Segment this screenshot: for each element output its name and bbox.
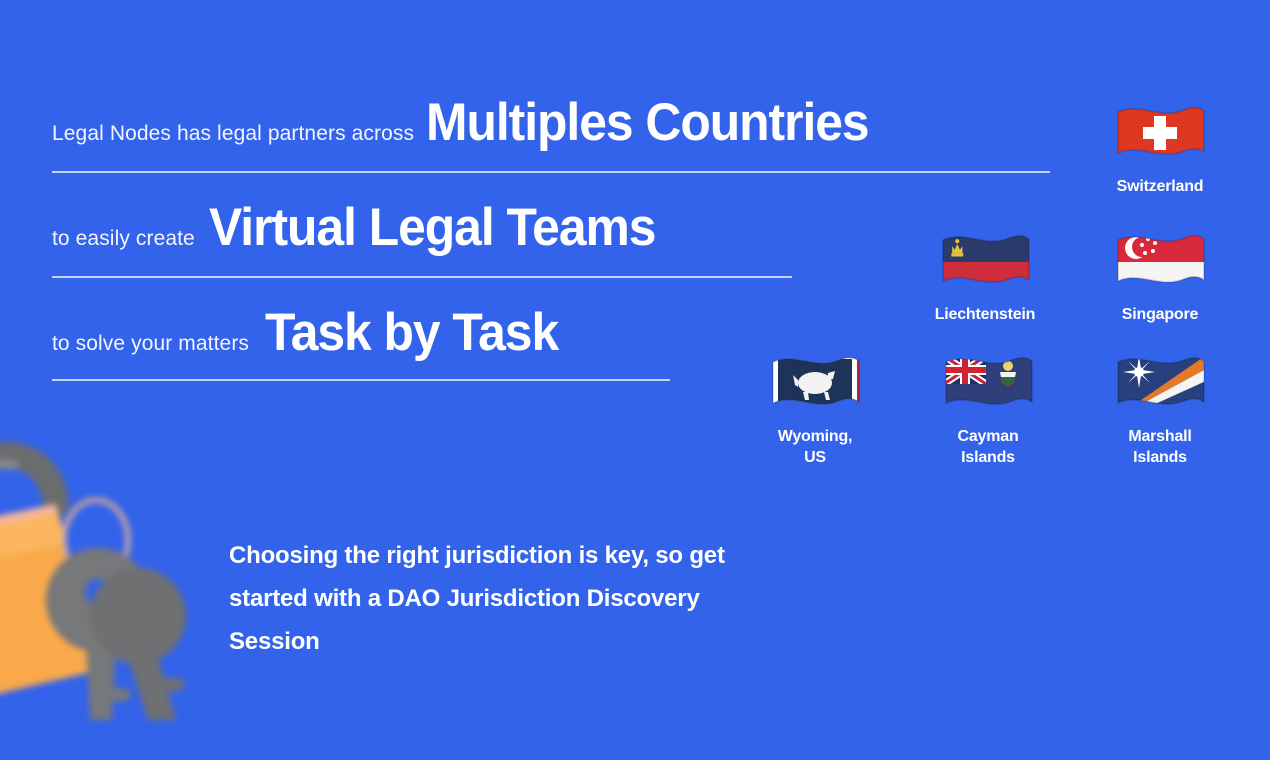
padlock-with-keys-icon [0,420,230,750]
headline-row-1: Legal Nodes has legal partners across Mu… [52,96,1062,149]
cta-paragraph: Choosing the right jurisdiction is key, … [229,542,725,655]
headline-divider-3 [52,379,670,381]
flag-cayman-islands-icon [945,356,1033,406]
flag-item-cayman-islands: Cayman Islands [913,348,1063,468]
headline-divider-1 [52,171,1050,173]
flag-label-switzerland: Switzerland [1116,178,1204,195]
flag-marshall-islands-icon [1117,356,1205,406]
headline-row-2: to easily create Virtual Legal Teams [52,201,1062,254]
flag-wyoming-icon [772,356,860,406]
flag-item-marshall-islands: Marshall Islands [1085,348,1235,468]
headline-lead-2: to easily create [52,227,195,250]
flag-label-cayman-islands: Cayman Islands [957,428,1019,466]
headline-lead-3: to solve your matters [52,332,250,355]
headline-lead-1: Legal Nodes has legal partners across [52,122,415,145]
flag-singapore-icon [1117,234,1205,284]
flag-item-singapore: Singapore [1085,226,1235,325]
flag-liechtenstein-icon [942,234,1030,284]
flag-grid: Switzerland Liechtenstein [735,90,1255,510]
headline-divider-2 [52,276,792,278]
headline-strong-3: Task by Task [265,303,559,362]
flag-label-wyoming: Wyoming, US [777,428,853,466]
headline-block: Legal Nodes has legal partners across Mu… [52,96,1062,381]
headline-row-3: to solve your matters Task by Task [52,306,1062,359]
flag-label-marshall-islands: Marshall Islands [1128,428,1192,466]
flag-item-liechtenstein: Liechtenstein [910,226,1060,325]
headline-strong-1: Multiples Countries [426,93,870,152]
headline-strong-2: Virtual Legal Teams [208,198,656,257]
flag-switzerland-icon [1117,106,1205,156]
flag-item-switzerland: Switzerland [1085,98,1235,197]
flag-label-liechtenstein: Liechtenstein [934,306,1036,323]
flag-item-wyoming: Wyoming, US [740,348,890,468]
flag-label-singapore: Singapore [1121,306,1199,323]
